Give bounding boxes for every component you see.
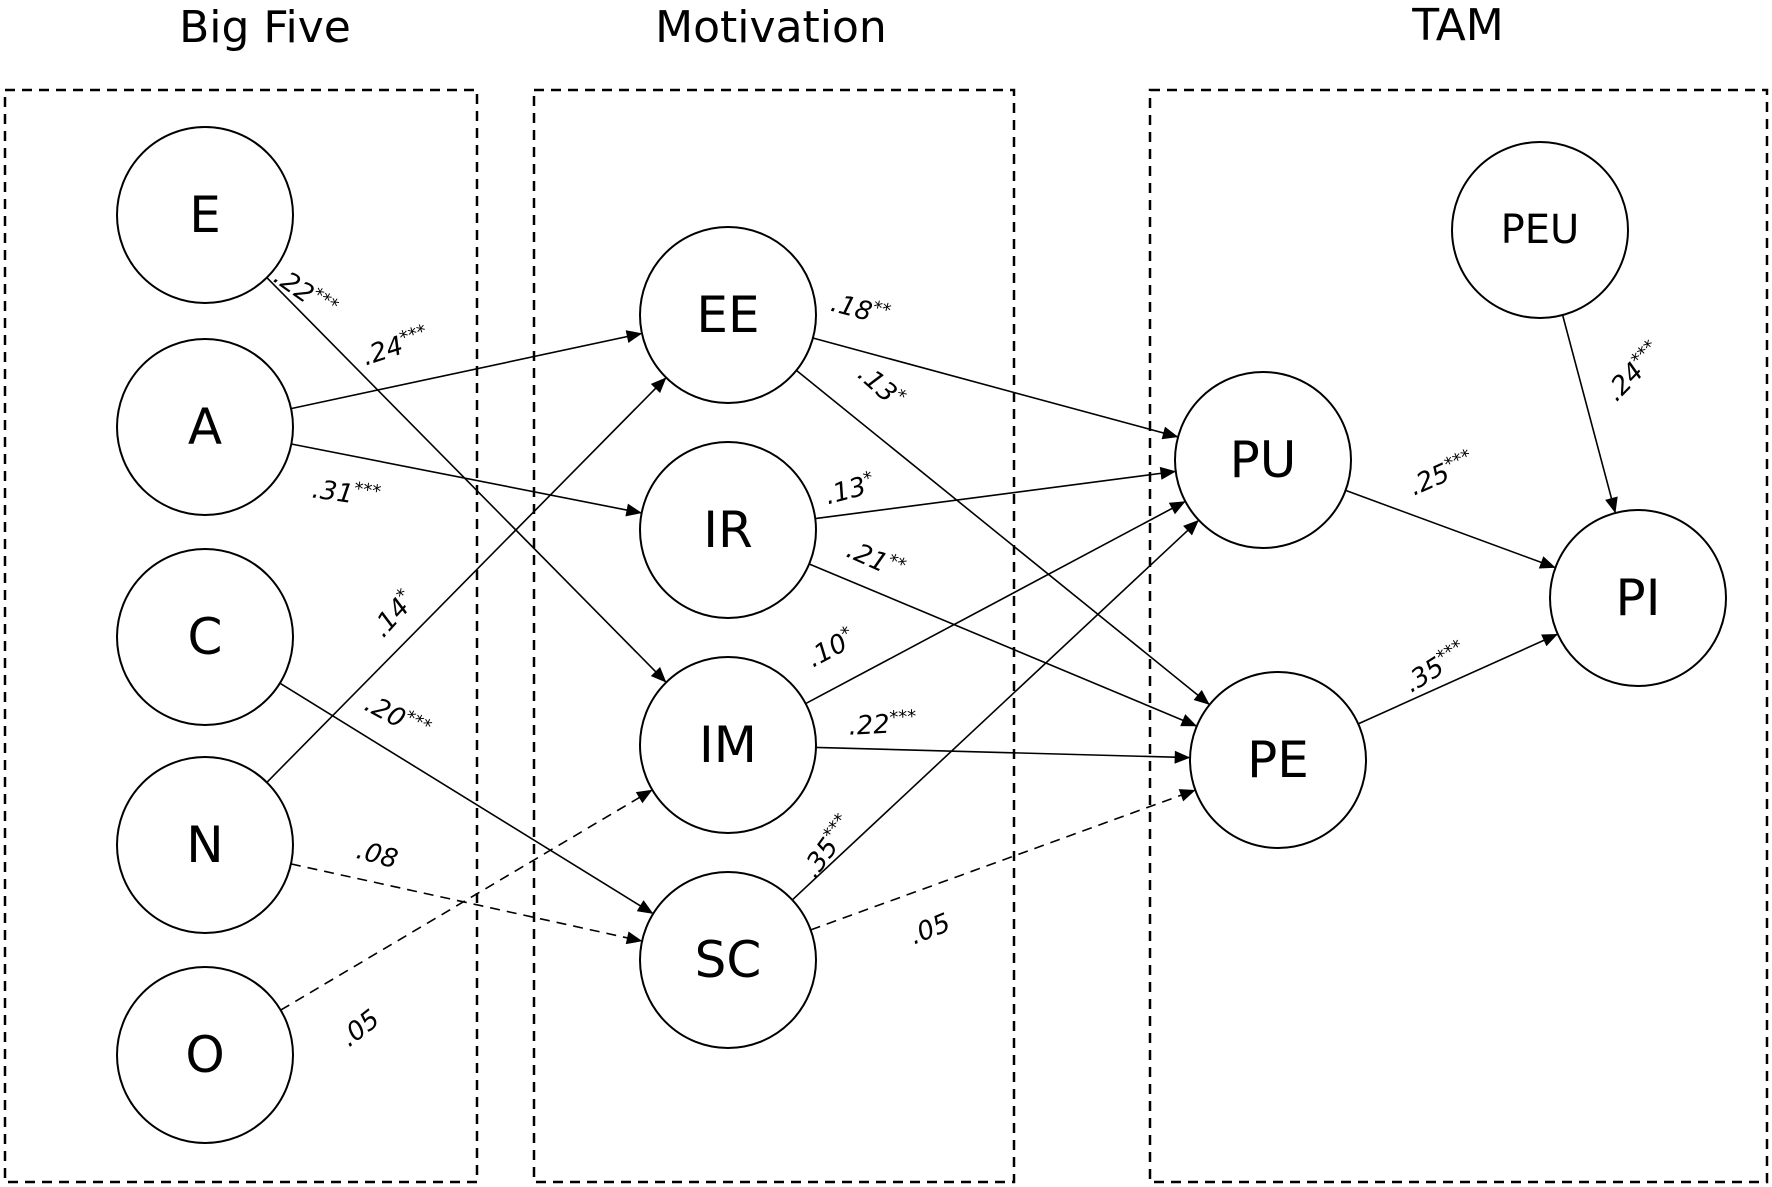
node-PE-label: PE — [1247, 731, 1309, 789]
path-arrow-ee-pu — [812, 337, 1179, 440]
motivation-group-box — [532, 88, 1016, 1184]
node-A-label: A — [188, 398, 222, 456]
path-coef-im-pe: .22*** — [848, 706, 918, 742]
big-five-title: Big Five — [179, 2, 351, 53]
path-coef-ir-pe: .21** — [842, 533, 909, 586]
node-PU-label: PU — [1230, 431, 1297, 489]
node-EE: EE — [639, 226, 817, 404]
path-coef-o-im: .05 — [335, 1004, 386, 1053]
path-coef-n-sc: .08 — [353, 835, 401, 875]
path-arrow-ir-pu — [815, 466, 1177, 520]
node-PEU: PEU — [1451, 141, 1629, 319]
path-arrow-a-ee — [290, 330, 643, 410]
node-E-label: E — [189, 186, 221, 244]
node-PU: PU — [1174, 371, 1352, 549]
node-A: A — [116, 338, 294, 516]
path-arrow-ee-pe — [795, 369, 1210, 705]
tam-group-box — [1148, 88, 1769, 1184]
node-E: E — [116, 126, 294, 304]
node-PI-label: PI — [1616, 569, 1661, 627]
path-arrow-sc-pu — [791, 519, 1199, 901]
path-arrow-pe-pi — [1357, 633, 1558, 725]
path-arrow-e-im — [266, 277, 667, 683]
path-coef-peu-pi: .24*** — [1598, 336, 1669, 407]
node-SC-label: SC — [695, 931, 762, 989]
path-coef-a-ir: .31*** — [310, 472, 382, 513]
path-coef-pu-pi: .25*** — [1404, 445, 1479, 502]
node-O-label: O — [185, 1026, 224, 1084]
path-arrow-sc-pe — [810, 789, 1196, 931]
node-IR: IR — [639, 441, 817, 619]
node-EE-label: EE — [696, 286, 759, 344]
path-arrow-im-pu — [805, 501, 1186, 705]
node-O: O — [116, 966, 294, 1144]
node-PE: PE — [1189, 671, 1367, 849]
tam-title: TAM — [1411, 0, 1504, 51]
node-SC: SC — [639, 871, 817, 1049]
path-coef-ee-pu: .18** — [828, 286, 894, 332]
motivation-title: Motivation — [655, 2, 887, 53]
path-arrow-n-ee — [266, 377, 667, 783]
path-coef-c-sc: .20*** — [360, 687, 435, 747]
path-arrow-a-ir — [291, 443, 642, 517]
path-arrow-c-sc — [279, 682, 654, 914]
path-arrow-pu-pi — [1345, 489, 1556, 569]
path-arrow-im-pe — [815, 746, 1191, 764]
path-arrow-ir-pe — [808, 563, 1198, 727]
node-IM: IM — [639, 656, 817, 834]
path-coef-sc-pu: .35*** — [795, 810, 861, 884]
path-arrow-n-sc — [290, 863, 643, 945]
path-arrow-peu-pi — [1561, 314, 1618, 514]
path-coef-ir-pu: .13* — [821, 467, 878, 511]
path-coef-a-ee: .24*** — [358, 321, 433, 373]
node-C: C — [116, 548, 294, 726]
path-coef-sc-pe: .05 — [905, 908, 955, 951]
node-N: N — [116, 756, 294, 934]
node-PI: PI — [1549, 509, 1727, 687]
node-IM-label: IM — [699, 716, 757, 774]
node-IR-label: IR — [703, 501, 753, 559]
node-PEU-label: PEU — [1501, 207, 1580, 253]
path-coef-im-pu: .10* — [801, 622, 860, 674]
path-arrow-o-im — [280, 789, 653, 1011]
node-N-label: N — [186, 816, 223, 874]
path-coef-ee-pe: .13* — [852, 358, 911, 415]
node-C-label: C — [188, 608, 223, 666]
